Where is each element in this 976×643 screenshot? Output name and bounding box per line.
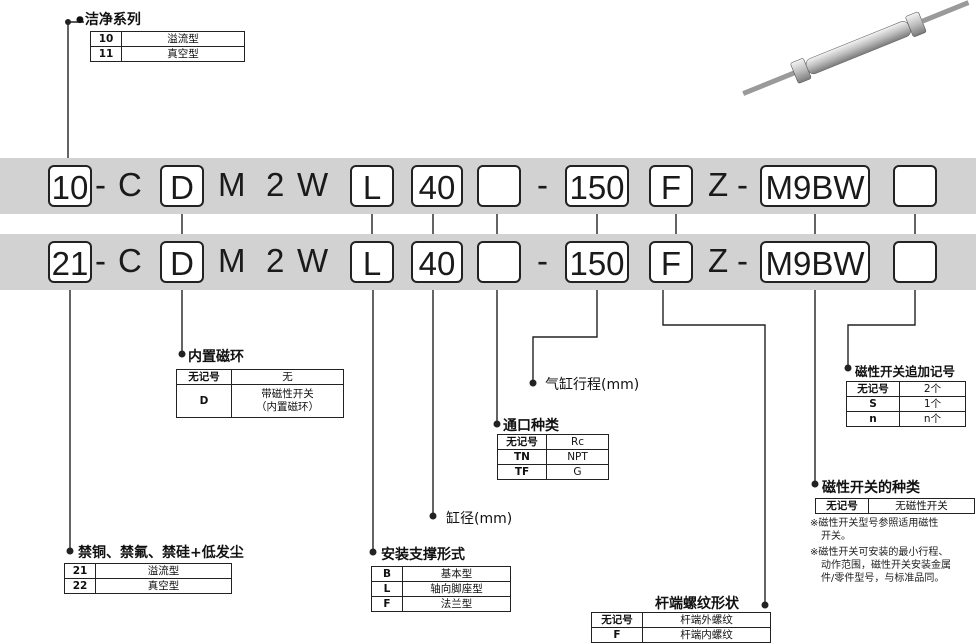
code-box-port: [477, 165, 521, 207]
code-box-series: 21: [48, 241, 92, 283]
code-digit-2: 2: [266, 239, 284, 283]
code-separator: -: [95, 163, 106, 207]
code-box-port: [477, 241, 521, 283]
code-box-switch-suffix: [893, 241, 937, 283]
port-type-title: 通口种类: [503, 415, 559, 435]
code-box-switch-suffix: [893, 165, 937, 207]
clean-series-title: 洁净系列: [76, 9, 141, 29]
code-letter-z: Z: [708, 239, 728, 283]
code-separator: -: [95, 239, 106, 283]
table-row: 无记号无: [177, 370, 344, 385]
code-box-bore: 40: [411, 165, 463, 207]
code-box-mounting: L: [350, 165, 394, 207]
code-separator: -: [537, 163, 548, 207]
code-letter-m: M: [218, 239, 246, 283]
switch-suffix-title: 磁性开关追加记号: [855, 361, 955, 380]
switch-type-title: 磁性开关的种类: [822, 477, 920, 497]
code-letter-c: C: [118, 163, 142, 207]
code-separator: -: [537, 239, 548, 283]
code-box-rod-end: F: [649, 241, 693, 283]
code-letter-w: W: [297, 163, 328, 207]
code-box-stroke: 150: [565, 165, 629, 207]
rod-end-title: 杆端螺纹形状: [655, 593, 739, 613]
code-separator: -: [737, 239, 748, 283]
cylinder-illustration: [735, 0, 976, 100]
code-letter-m: M: [218, 163, 246, 207]
table-row: 无记号杆端外螺纹: [592, 613, 771, 628]
code-box-switch: M9BW: [760, 165, 870, 207]
copper-free-title: 禁铜、禁氟、禁硅+低发尘: [78, 542, 244, 562]
code-separator: -: [737, 163, 748, 207]
code-box-magnet: D: [160, 241, 204, 283]
switch-type-table: 无记号无磁性开关: [815, 498, 975, 514]
code-box-switch: M9BW: [760, 241, 870, 283]
switch-note-1: ※磁性开关型号参照适用磁性 开关。: [810, 517, 938, 543]
mounting-title: 安装支撑形式: [381, 544, 465, 564]
code-box-series: 10: [48, 165, 92, 207]
table-row: 无记号无磁性开关: [816, 499, 975, 514]
code-letter-c: C: [118, 239, 142, 283]
code-box-bore: 40: [411, 241, 463, 283]
switch-note-2: ※磁性开关可安装的最小行程、 动作范围，磁性开关安装金属 件/零件型号，与标准品…: [810, 546, 951, 585]
bore-label: 缸径(mm): [446, 508, 512, 528]
stroke-label: 气缸行程(mm): [545, 374, 639, 394]
code-box-mounting: L: [350, 241, 394, 283]
code-digit-2: 2: [266, 163, 284, 207]
code-box-stroke: 150: [565, 241, 629, 283]
code-letter-w: W: [297, 239, 328, 283]
builtin-magnet-title: 内置磁环: [188, 346, 244, 366]
code-box-rod-end: F: [649, 165, 693, 207]
code-letter-z: Z: [708, 163, 728, 207]
code-box-magnet: D: [160, 165, 204, 207]
